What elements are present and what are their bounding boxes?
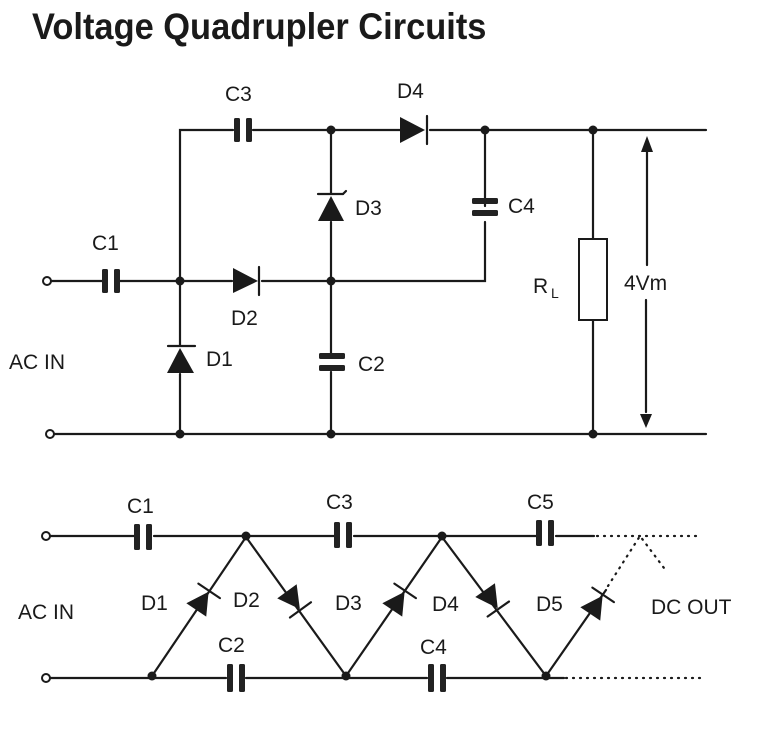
capacitor-c2: [319, 353, 345, 371]
input-terminal-top: [42, 276, 52, 286]
capacitor-c2-2: [227, 664, 245, 692]
label-d1-2: D1: [141, 592, 168, 615]
label-c2: C2: [358, 353, 385, 376]
input-terminal-top-2: [41, 531, 51, 541]
diode-d5-2: [580, 586, 616, 621]
label-d5-2: D5: [536, 593, 563, 616]
label-ac-in-2: AC IN: [18, 601, 74, 624]
label-c4: C4: [508, 195, 535, 218]
wires-2: [48, 534, 608, 680]
quadrupler-circuit-1: C1 C3 D4 D3 C4 D2 D1 C2 AC IN R L 4Vm: [9, 80, 708, 439]
load-resistor: [578, 238, 608, 321]
label-rl-subscript: L: [551, 285, 559, 301]
label-d3-2: D3: [335, 592, 362, 615]
page-title: Voltage Quadrupler Circuits: [32, 6, 487, 47]
diode-d4-2: [475, 583, 511, 618]
capacitor-c5-2: [536, 520, 554, 546]
label-output-voltage: 4Vm: [624, 272, 667, 295]
input-terminal-bottom: [45, 429, 55, 439]
capacitor-c1: [102, 269, 120, 293]
label-c3-2: C3: [326, 491, 353, 514]
quadrupler-circuit-2: C1 C3 C5 D1 D2 D3 D4 D5 C2 C4 AC IN DC O…: [18, 491, 732, 692]
capacitor-c4-2: [428, 664, 446, 692]
label-dc-out: DC OUT: [651, 596, 732, 619]
label-d2: D2: [231, 307, 258, 330]
label-c2-2: C2: [218, 634, 245, 657]
diode-d3-2: [382, 582, 418, 617]
wires: [49, 128, 708, 436]
capacitor-c3: [234, 118, 252, 142]
label-c1-2: C1: [127, 495, 154, 518]
label-d3: D3: [355, 197, 382, 220]
diode-d1: [166, 344, 197, 373]
label-ac-in-1: AC IN: [9, 351, 65, 374]
label-rl: R: [533, 275, 548, 298]
label-d1: D1: [206, 348, 233, 371]
diode-d1-2: [186, 582, 222, 617]
diode-d2: [233, 265, 261, 297]
label-d4-2: D4: [432, 593, 459, 616]
diode-d2-2: [277, 584, 313, 619]
label-d2-2: D2: [233, 589, 260, 612]
label-c4-2: C4: [420, 636, 447, 659]
label-c3: C3: [225, 83, 252, 106]
capacitor-c4: [472, 198, 498, 216]
label-d4: D4: [397, 80, 424, 103]
capacitor-c1-2: [134, 524, 152, 550]
junctions-2: [147, 531, 551, 681]
diode-d3: [316, 189, 348, 221]
dotted-continuation: [564, 534, 704, 680]
label-c5-2: C5: [527, 491, 554, 514]
voltage-arrow: [640, 136, 653, 428]
diode-d4: [400, 114, 429, 146]
capacitor-c3-2: [334, 522, 352, 548]
junctions: [175, 125, 598, 439]
input-terminal-bottom-2: [41, 673, 51, 683]
label-c1: C1: [92, 232, 119, 255]
